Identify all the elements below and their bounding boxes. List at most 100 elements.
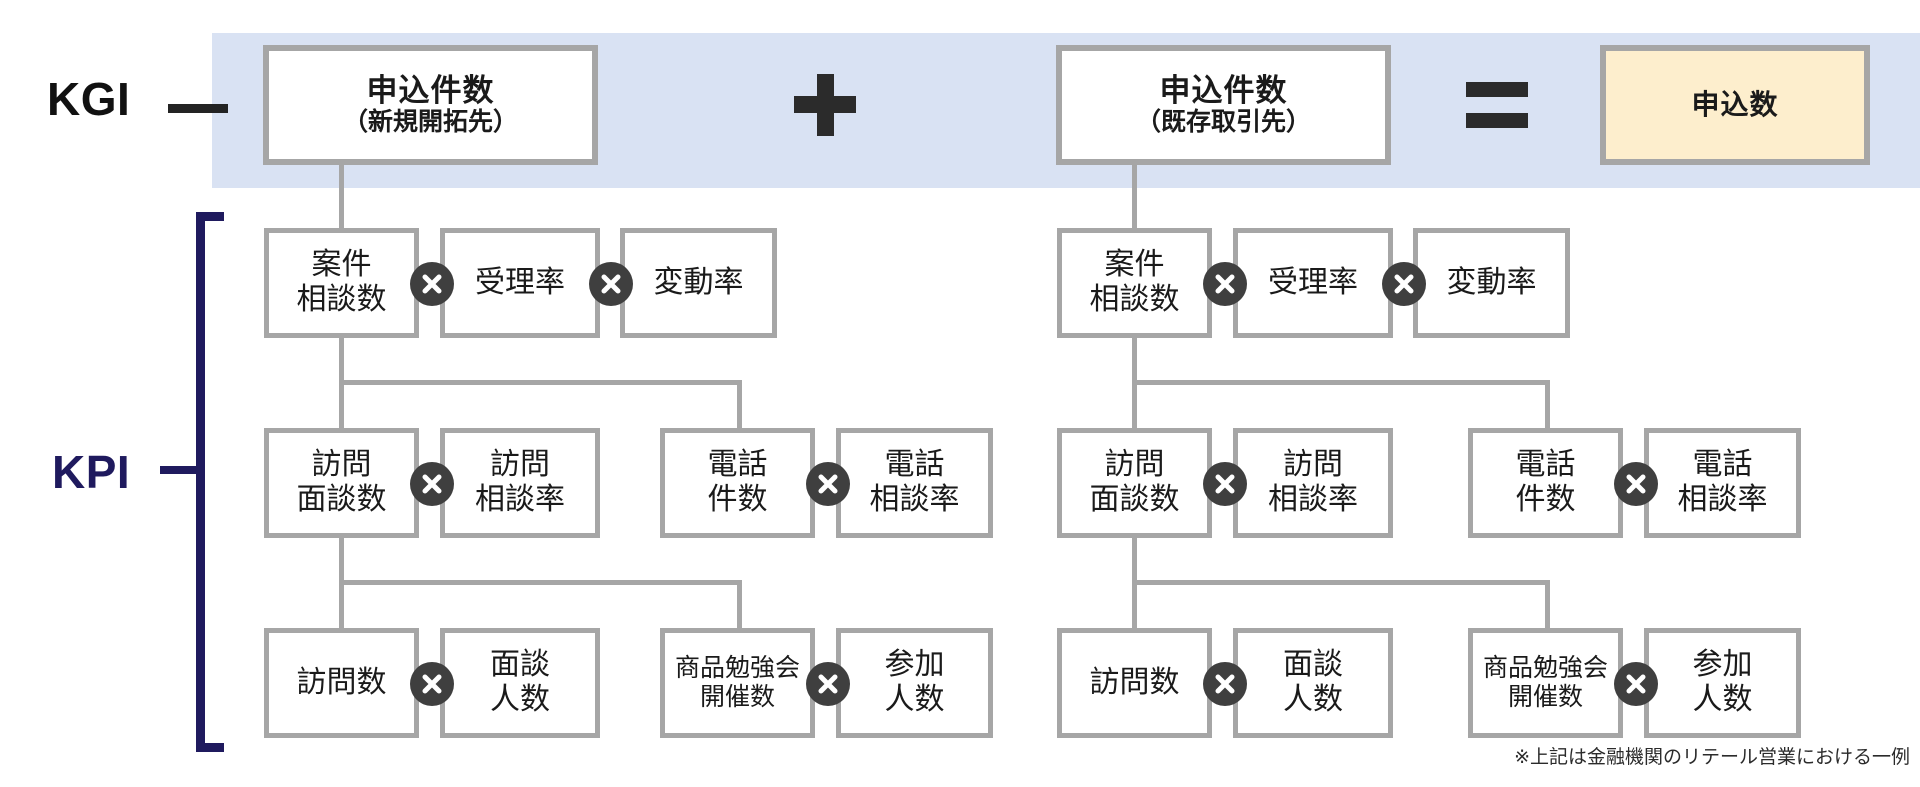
multiply-icon-left-r3-b (806, 662, 850, 706)
kpi-left-r2-c2-line1: 訪問 (490, 448, 550, 482)
kgi-box-new-customers-title: 申込件数 (366, 72, 495, 108)
kpi-right-r2-c2-line1: 訪問 (1283, 448, 1343, 482)
kpi-left-r3-c2-line1: 面談 (490, 648, 550, 682)
kpi-right-r3-c3[interactable]: 商品勉強会 開催数 (1468, 628, 1623, 738)
connector-right-r1-to-phone (1545, 380, 1550, 428)
kgi-box-existing-customers[interactable]: 申込件数 （既存取引先） (1056, 45, 1391, 165)
kpi-left-r1-c2-line1: 受理率 (475, 265, 565, 299)
connector-left-r2-to-visitcount (339, 580, 344, 628)
connector-left-r1-to-visit (339, 380, 344, 428)
kpi-left-r1-c3[interactable]: 変動率 (620, 228, 777, 338)
kpi-right-r1-c1[interactable]: 案件 相談数 (1057, 228, 1212, 338)
kpi-left-r3-c3-line2: 開催数 (699, 683, 775, 711)
kpi-right-r2-c2-line2: 相談率 (1268, 483, 1358, 516)
multiply-icon-right-r2-a (1203, 462, 1247, 506)
connector-right-r1-to-visit (1132, 380, 1137, 428)
kpi-left-r3-c1[interactable]: 訪問数 (264, 628, 419, 738)
kgi-box-new-customers[interactable]: 申込件数 （新規開拓先） (263, 45, 598, 165)
kpi-right-r1-c2-line1: 受理率 (1268, 265, 1358, 299)
kpi-right-r3-c2-line1: 面談 (1283, 648, 1343, 682)
equals-operator-icon (1466, 82, 1528, 128)
kpi-right-r1-c3[interactable]: 変動率 (1413, 228, 1570, 338)
kpi-connector-dash (160, 466, 204, 474)
kgi-box-new-customers-subtitle: （新規開拓先） (342, 108, 518, 137)
kpi-right-r2-c4-line1: 電話 (1692, 448, 1753, 482)
kpi-right-r3-c1[interactable]: 訪問数 (1057, 628, 1212, 738)
kpi-left-r2-c2[interactable]: 訪問 相談率 (440, 428, 600, 538)
kpi-right-r1-c2[interactable]: 受理率 (1233, 228, 1393, 338)
kpi-left-r2-c1-line1: 訪問 (311, 448, 372, 482)
multiply-icon-left-r1-a (410, 262, 454, 306)
connector-right-r1-bus (1132, 380, 1550, 385)
kpi-left-r3-c1-line1: 訪問数 (296, 665, 387, 699)
kpi-right-r2-c4-line2: 相談率 (1677, 483, 1768, 516)
multiply-icon-right-r1-b (1382, 262, 1426, 306)
connector-left-r1-down (339, 338, 344, 383)
kpi-right-r3-c2[interactable]: 面談 人数 (1233, 628, 1393, 738)
connector-right-r2-down (1132, 538, 1137, 583)
kgi-box-existing-customers-subtitle: （既存取引先） (1135, 108, 1311, 137)
kpi-right-r3-c4-line2: 人数 (1692, 683, 1753, 716)
multiply-icon-right-r2-b (1614, 462, 1658, 506)
kpi-left-r3-c4-line1: 参加 (884, 648, 945, 682)
kpi-left-r3-c4-line2: 人数 (884, 683, 945, 716)
kpi-right-r3-c3-line2: 開催数 (1507, 683, 1583, 711)
connector-left-r2-down (339, 538, 344, 583)
connector-right-r1-down (1132, 338, 1137, 383)
connector-left-r2-to-seminar (737, 580, 742, 628)
kpi-right-r3-c1-line1: 訪問数 (1089, 665, 1180, 699)
connector-left-r2-bus (339, 580, 742, 585)
kgi-label: KGI (47, 73, 131, 125)
kpi-left-r2-c3-line2: 件数 (707, 483, 768, 516)
kpi-left-r1-c1-line2: 相談数 (296, 283, 387, 316)
connector-right-r2-to-seminar (1545, 580, 1550, 628)
kpi-left-r2-c3[interactable]: 電話 件数 (660, 428, 815, 538)
kpi-left-r1-c1-line1: 案件 (311, 248, 372, 282)
connector-right-r2-to-visitcount (1132, 580, 1137, 628)
kpi-right-r2-c2[interactable]: 訪問 相談率 (1233, 428, 1393, 538)
kpi-label: KPI (52, 446, 131, 498)
kpi-right-r2-c1[interactable]: 訪問 面談数 (1057, 428, 1212, 538)
kpi-right-r3-c2-line2: 人数 (1283, 683, 1343, 716)
kpi-left-r2-c1-line2: 面談数 (296, 483, 387, 516)
kpi-right-r2-c4[interactable]: 電話 相談率 (1644, 428, 1801, 538)
kpi-left-r1-c1[interactable]: 案件 相談数 (264, 228, 419, 338)
kpi-right-r3-c4[interactable]: 参加 人数 (1644, 628, 1801, 738)
connector-left-kgi-to-row1 (339, 165, 344, 228)
kgi-box-existing-customers-title: 申込件数 (1159, 72, 1288, 108)
kpi-left-r2-c4-line2: 相談率 (869, 483, 960, 516)
connector-left-r1-bus (339, 380, 742, 385)
kpi-right-r3-c3-line1: 商品勉強会 (1482, 654, 1608, 682)
kpi-right-r2-c3[interactable]: 電話 件数 (1468, 428, 1623, 538)
kpi-left-r3-c3[interactable]: 商品勉強会 開催数 (660, 628, 815, 738)
kpi-left-r3-c2[interactable]: 面談 人数 (440, 628, 600, 738)
kpi-right-r1-c3-line1: 変動率 (1446, 265, 1537, 299)
kpi-left-r2-c1[interactable]: 訪問 面談数 (264, 428, 419, 538)
plus-operator-icon (794, 74, 856, 136)
connector-right-r2-bus (1132, 580, 1550, 585)
kpi-left-r2-c4[interactable]: 電話 相談率 (836, 428, 993, 538)
kpi-left-r2-c3-line1: 電話 (707, 448, 768, 482)
kpi-left-r3-c4[interactable]: 参加 人数 (836, 628, 993, 738)
kgi-goal-box-title: 申込数 (1691, 88, 1779, 120)
kpi-left-r1-c2[interactable]: 受理率 (440, 228, 600, 338)
multiply-icon-left-r1-b (589, 262, 633, 306)
multiply-icon-left-r2-b (806, 462, 850, 506)
multiply-icon-right-r3-a (1203, 662, 1247, 706)
kpi-right-r2-c1-line1: 訪問 (1104, 448, 1165, 482)
connector-right-kgi-to-row1 (1132, 165, 1137, 228)
connector-left-r1-to-phone (737, 380, 742, 428)
kpi-right-r1-c1-line2: 相談数 (1089, 283, 1180, 316)
kpi-right-r1-c1-line1: 案件 (1104, 248, 1165, 282)
multiply-icon-right-r3-b (1614, 662, 1658, 706)
kgi-goal-box-applications[interactable]: 申込数 (1600, 45, 1870, 165)
kgi-connector-dash (168, 104, 228, 113)
kpi-left-r2-c4-line1: 電話 (884, 448, 945, 482)
kpi-right-r2-c1-line2: 面談数 (1089, 483, 1180, 516)
kpi-left-r2-c2-line2: 相談率 (475, 483, 565, 516)
multiply-icon-left-r2-a (410, 462, 454, 506)
multiply-icon-left-r3-a (410, 662, 454, 706)
footnote: ※上記は金融機関のリテール営業における一例 (1514, 747, 1910, 768)
kpi-left-r3-c3-line1: 商品勉強会 (674, 654, 800, 682)
